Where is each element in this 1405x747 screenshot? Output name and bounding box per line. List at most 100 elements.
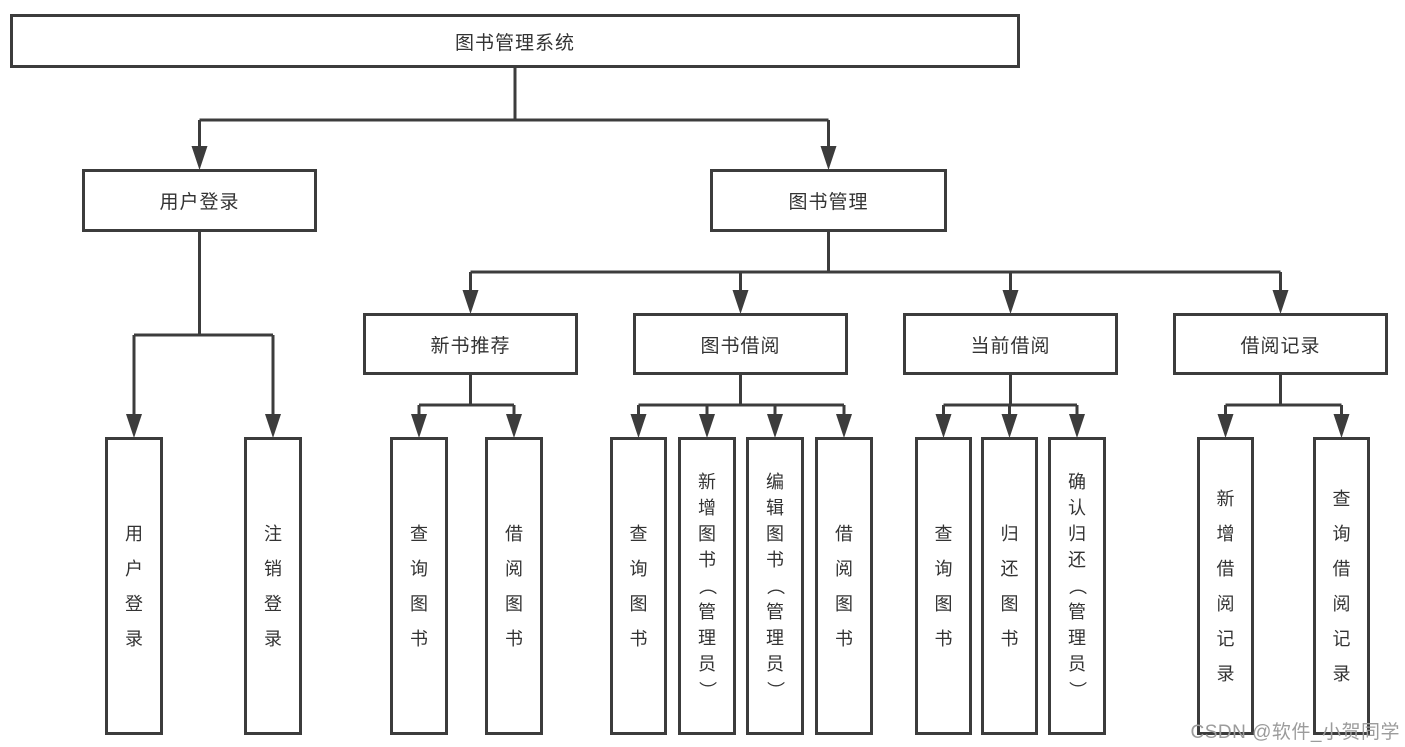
node-label: 图书管理系统 <box>454 32 575 54</box>
edge-arrowhead <box>767 414 783 438</box>
node-bb-borrow-books: 借阅图书 <box>815 437 873 735</box>
edge-arrowhead <box>836 414 852 438</box>
edge-arrowhead <box>462 290 479 314</box>
node-label: 图书管理 <box>788 192 869 213</box>
node-label-char: ） <box>1067 681 1087 699</box>
node-label-char: 确 <box>1068 472 1086 492</box>
node-label-char: 录 <box>264 628 282 649</box>
edge-arrowhead <box>1217 414 1234 438</box>
node-label-char: 销 <box>264 558 282 579</box>
node-label-char: 图 <box>934 593 953 614</box>
node-label-char: 查 <box>629 523 648 544</box>
node-user-login: 用户登录 <box>82 169 317 232</box>
node-label-char: 借 <box>505 523 523 544</box>
edge-arrowhead <box>1333 414 1350 438</box>
node-label-char: 还 <box>1000 558 1019 579</box>
node-label-char: 管 <box>766 602 784 622</box>
node-label-char: 书 <box>766 550 784 570</box>
node-label-char: 辑 <box>766 498 784 518</box>
node-label-char: 图 <box>698 524 716 544</box>
node-label-char: 书 <box>1000 628 1019 649</box>
node-label-char: 查 <box>934 523 953 544</box>
node-label-char: （ <box>1067 577 1087 595</box>
edge-arrowhead <box>265 414 281 438</box>
edge-arrowhead <box>699 414 715 438</box>
node-label-char: 理 <box>766 628 784 648</box>
node-label-char: 新 <box>698 472 716 492</box>
node-bb-query-books: 查询图书 <box>610 437 667 735</box>
node-label-char: 阅 <box>1216 593 1235 614</box>
node-label-char: 归 <box>1068 524 1086 544</box>
node-label-char: 阅 <box>835 558 853 579</box>
node-label-char: 管 <box>1068 602 1086 622</box>
node-label: 当前借阅 <box>970 335 1051 357</box>
node-label-char: ） <box>697 681 717 699</box>
node-label-char: 询 <box>410 558 428 579</box>
node-bb-edit-books: 编辑图书（管理员） <box>746 437 804 735</box>
node-label-char: 书 <box>698 550 716 570</box>
node-label-char: （ <box>765 577 785 595</box>
node-system: 图书管理系统 <box>10 14 1020 68</box>
node-nbr-query-books: 查询图书 <box>390 437 448 735</box>
node-user-login-action: 用户登录 <box>105 437 163 735</box>
edge-arrowhead <box>820 146 837 170</box>
node-label-char: 查 <box>1332 488 1351 509</box>
node-cb-confirm-return: 确认归还（管理员） <box>1048 437 1106 735</box>
node-cb-query-books: 查询图书 <box>915 437 972 735</box>
node-label-char: 书 <box>410 628 428 649</box>
node-new-book-rec: 新书推荐 <box>363 313 578 375</box>
edge-arrowhead <box>126 414 142 438</box>
node-label-char: 询 <box>629 558 648 579</box>
edge-arrowhead <box>732 290 749 314</box>
node-label-char: 户 <box>125 558 143 579</box>
node-label-char: 录 <box>1216 663 1235 684</box>
node-label-char: 记 <box>1216 628 1235 649</box>
node-label-char: 管 <box>698 602 716 622</box>
watermark: CSDN @软件_小贺同学 <box>1190 722 1400 743</box>
node-logout-action: 注销登录 <box>244 437 302 735</box>
node-label-char: 借 <box>1216 558 1235 579</box>
node-bb-add-books: 新增图书（管理员） <box>678 437 736 735</box>
edge-arrowhead <box>1001 414 1018 438</box>
node-label: 图书借阅 <box>700 335 781 357</box>
node-label-char: 书 <box>505 628 523 649</box>
edge-arrowhead <box>506 414 522 438</box>
node-label-char: 询 <box>934 558 953 579</box>
node-label: 新书推荐 <box>430 335 511 357</box>
edge-arrowhead <box>411 414 427 438</box>
node-label-char: 录 <box>125 628 143 649</box>
node-label-char: 书 <box>835 628 853 649</box>
node-label-char: 增 <box>1216 523 1235 544</box>
node-label-char: 还 <box>1068 550 1086 570</box>
node-cb-return-books: 归还图书 <box>981 437 1038 735</box>
node-label-char: 员 <box>766 654 784 674</box>
node-label-char: 用 <box>125 523 143 544</box>
node-label-char: 新 <box>1216 488 1235 509</box>
node-br-query-record: 查询借阅记录 <box>1313 437 1370 735</box>
node-label-char: 归 <box>1000 523 1019 544</box>
node-label-char: 书 <box>934 628 953 649</box>
node-label: 用户登录 <box>159 192 240 213</box>
node-label-char: 阅 <box>505 558 523 579</box>
node-label-char: 理 <box>698 628 716 648</box>
node-book-mgmt: 图书管理 <box>710 169 947 232</box>
node-label-char: 认 <box>1068 498 1086 518</box>
node-label-char: 图 <box>766 524 784 544</box>
node-label-char: 理 <box>1068 628 1086 648</box>
edge-arrowhead <box>1069 414 1085 438</box>
edge-arrowhead <box>1002 290 1019 314</box>
node-nbr-borrow-books: 借阅图书 <box>485 437 543 735</box>
node-label-char: 询 <box>1332 523 1351 544</box>
node-label-char: 增 <box>698 498 716 518</box>
node-label-char: 编 <box>766 472 784 492</box>
node-label-char: 书 <box>629 628 648 649</box>
node-label-char: 借 <box>1332 558 1351 579</box>
node-label: 借阅记录 <box>1240 335 1321 357</box>
node-label-char: 阅 <box>1332 593 1351 614</box>
edge-arrowhead <box>935 414 952 438</box>
node-label-char: 图 <box>505 593 523 614</box>
node-borrow-records: 借阅记录 <box>1173 313 1388 375</box>
node-br-add-record: 新增借阅记录 <box>1197 437 1254 735</box>
node-label-char: 图 <box>629 593 648 614</box>
node-label-char: 图 <box>835 593 853 614</box>
